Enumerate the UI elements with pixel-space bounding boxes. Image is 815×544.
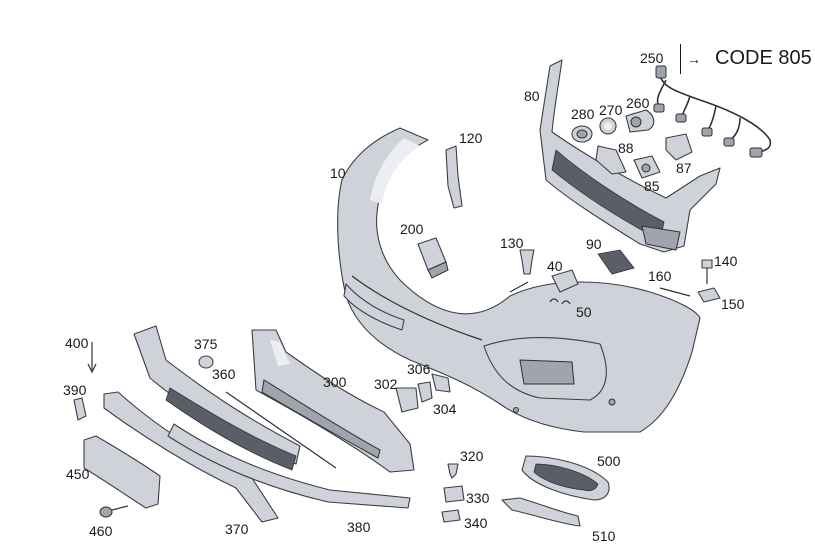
arrow-right-icon: → (687, 51, 701, 67)
label-400: 400 (65, 335, 89, 351)
label-510: 510 (592, 528, 616, 544)
label-50: 50 (576, 304, 592, 320)
label-140: 140 (714, 253, 738, 269)
label-330: 330 (466, 490, 490, 506)
connector-330[interactable] (443, 485, 465, 503)
impact-carrier-300[interactable] (251, 329, 415, 473)
lower-trim-370[interactable] (103, 391, 279, 523)
label-160: 160 (648, 268, 672, 284)
label-360: 360 (212, 366, 236, 382)
spoiler-lip-380[interactable] (167, 423, 411, 509)
leader-160 (659, 287, 691, 297)
label-87: 87 (676, 160, 692, 176)
label-280: 280 (571, 106, 595, 122)
label-375: 375 (194, 336, 218, 352)
wiring-harness-250[interactable] (653, 65, 772, 158)
label-380: 380 (347, 519, 371, 535)
cover-40[interactable] (551, 269, 579, 293)
sensor-ring-270[interactable] (599, 117, 617, 135)
fog-grille-500[interactable] (521, 455, 610, 501)
label-460: 460 (89, 523, 113, 539)
label-120: 120 (459, 130, 483, 146)
label-390: 390 (63, 382, 87, 398)
pointer-400 (87, 342, 97, 374)
grille-insert-90[interactable] (597, 249, 635, 275)
clip-130[interactable] (519, 249, 535, 275)
sensor-holder-260[interactable] (625, 109, 655, 133)
label-150: 150 (721, 296, 745, 312)
code-805-label: CODE 805 (715, 47, 812, 69)
label-450: 450 (66, 466, 90, 482)
sensor-85[interactable] (633, 155, 661, 179)
label-370: 370 (225, 521, 249, 537)
clip-340[interactable] (441, 509, 461, 523)
label-320: 320 (460, 448, 484, 464)
label-500: 500 (597, 453, 621, 469)
label-260: 260 (626, 95, 650, 111)
label-85: 85 (644, 178, 660, 194)
bracket-87[interactable] (665, 133, 693, 161)
label-340: 340 (464, 515, 488, 531)
bumper-cover-10[interactable] (337, 127, 701, 433)
trim-strip-510[interactable] (501, 497, 581, 527)
label-300: 300 (323, 374, 347, 390)
label-302: 302 (374, 376, 398, 392)
label-270: 270 (599, 102, 623, 118)
bracket-120[interactable] (445, 145, 463, 209)
label-88: 88 (618, 140, 634, 156)
label-80: 80 (524, 88, 540, 104)
bracket-304[interactable] (417, 381, 433, 403)
bracket-306[interactable] (431, 373, 451, 393)
label-250: 250 (640, 50, 664, 66)
clip-320[interactable] (447, 463, 459, 479)
parking-sensor-280[interactable] (571, 125, 593, 143)
control-unit-200[interactable] (417, 237, 449, 279)
cap-375[interactable] (198, 355, 214, 369)
grille-frame-80[interactable] (539, 59, 721, 253)
bracket-88[interactable] (595, 145, 627, 175)
label-200: 200 (400, 221, 424, 237)
screw-460[interactable] (99, 505, 129, 518)
label-130: 130 (500, 235, 524, 251)
bracket-302[interactable] (395, 387, 419, 413)
mount-390[interactable] (73, 397, 87, 421)
label-40: 40 (547, 258, 563, 274)
bolt-140[interactable] (701, 259, 713, 284)
code-callout: → CODE 805 (680, 44, 812, 74)
license-plate-carrier-450[interactable] (83, 435, 161, 509)
lower-grille-360[interactable] (133, 325, 301, 471)
label-10: 10 (330, 165, 346, 181)
clip-50[interactable] (549, 298, 571, 305)
label-90: 90 (586, 236, 602, 252)
leader-360 (225, 391, 337, 469)
label-306: 306 (407, 361, 431, 377)
nut-150[interactable] (697, 287, 721, 303)
label-304: 304 (433, 401, 457, 417)
